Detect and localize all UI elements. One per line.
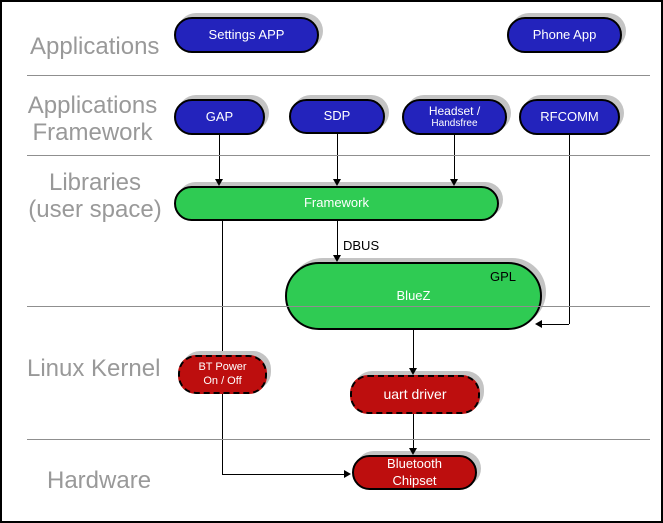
node-uart-driver: uart driver xyxy=(350,375,480,414)
node-settings-app: Settings APP xyxy=(174,17,319,53)
connector-headset-to-framework xyxy=(454,135,455,186)
layer-separator xyxy=(27,439,650,440)
node-bluez: BlueZ GPL xyxy=(285,262,542,330)
node-headset-handsfree: Headset / Handsfree xyxy=(402,99,507,135)
connector-uart-to-chipset xyxy=(413,414,414,455)
arrowhead-into-chipset-icon xyxy=(344,470,351,478)
layer-separator xyxy=(27,155,650,156)
node-headset-line1: Headset / xyxy=(428,103,481,118)
layer-separator xyxy=(27,75,650,76)
arrowhead-into-framework-icon xyxy=(215,179,223,186)
node-bluetooth-chipset: Bluetooth Chipset xyxy=(352,455,477,490)
layer-label-hardware: Hardware xyxy=(47,467,152,494)
node-phone-app: Phone App xyxy=(507,17,622,53)
node-sdp: SDP xyxy=(289,99,385,134)
arrowhead-dbus-into-bluez-icon xyxy=(333,255,341,262)
arrowhead-into-chipset-icon xyxy=(409,448,417,455)
connector-rfcomm-to-bluez xyxy=(542,324,569,325)
layer-label-applications-framework: Applications Framework xyxy=(27,92,158,146)
connector-bluez-to-uart xyxy=(413,330,414,375)
arrowhead-into-bluez-icon xyxy=(535,320,542,328)
node-bt-power-on-off: BT Power On / Off xyxy=(178,355,267,394)
connector-framework-to-chipset-horizontal xyxy=(222,474,344,475)
arrowhead-into-uart-icon xyxy=(409,368,417,375)
node-framework: Framework xyxy=(174,186,499,221)
layer-label-libraries-user-space: Libraries (user space) xyxy=(28,169,162,223)
layer-separator xyxy=(27,306,650,307)
node-headset-line2: Handsfree xyxy=(431,118,478,130)
arrowhead-into-framework-icon xyxy=(450,179,458,186)
connector-framework-to-chipset-vertical xyxy=(222,221,223,474)
node-rfcomm: RFCOMM xyxy=(519,99,620,135)
connector-gap-to-framework xyxy=(219,135,220,186)
connector-dbus xyxy=(337,221,338,262)
connector-sdp-to-framework xyxy=(337,134,338,186)
connector-rfcomm-vertical xyxy=(569,135,570,324)
layer-label-linux-kernel: Linux Kernel xyxy=(27,355,161,382)
gpl-license-tag: GPL xyxy=(489,269,516,284)
arrowhead-into-framework-icon xyxy=(333,179,341,186)
layer-label-applications: Applications xyxy=(30,33,160,60)
edge-label-dbus: DBUS xyxy=(343,238,380,253)
node-bluez-label: BlueZ xyxy=(396,287,431,303)
node-gap: GAP xyxy=(174,99,265,135)
